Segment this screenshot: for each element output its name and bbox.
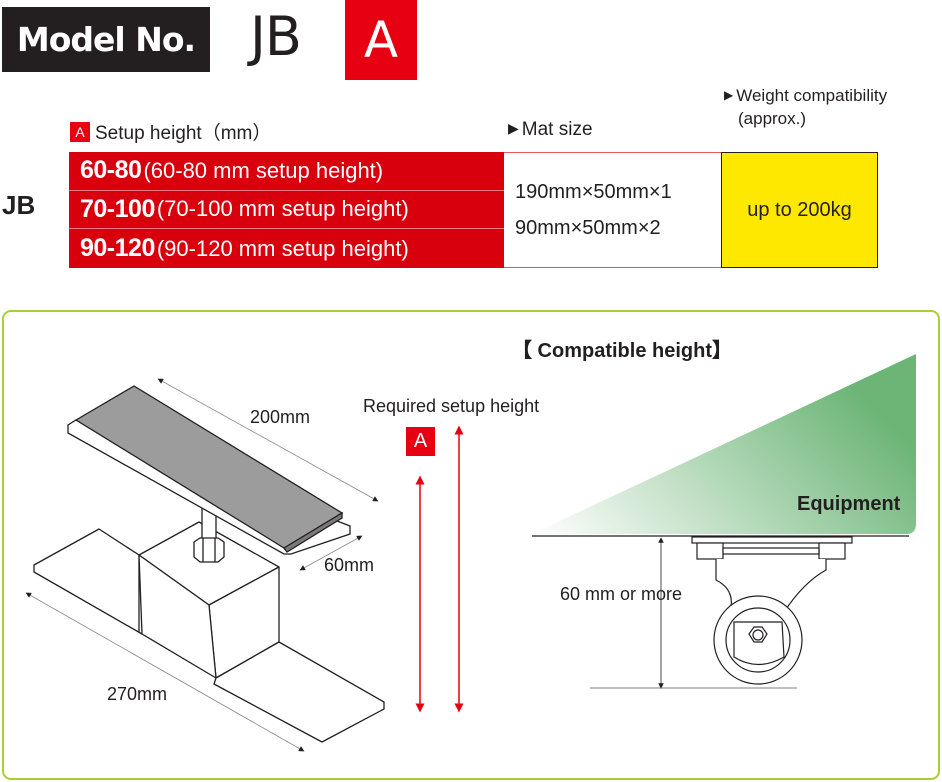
weight-capacity-cell: up to 200kg	[721, 152, 878, 268]
caster-wheel-icon	[691, 536, 853, 685]
clearance-label: 60 mm or more	[560, 584, 683, 604]
compatible-height-title: 【 Compatible height】	[512, 340, 732, 362]
triangle-right-icon: ▶	[724, 88, 734, 102]
triangle-right-icon: ▶	[508, 120, 519, 136]
equipment-shape	[532, 354, 916, 534]
diagram-panel: 200mm 60mm 270mm Required setup height A…	[2, 310, 940, 780]
setup-height-column: 60-80(60-80 mm setup height) 70-100(70-1…	[69, 152, 504, 268]
mat-size-header-label: Mat size	[521, 119, 593, 140]
mat-size-line: 190mm×50mm×1	[515, 181, 672, 203]
setup-height-header-label: Setup height（mm）	[95, 123, 272, 144]
weight-header-line2: (approx.)	[738, 109, 807, 128]
height-range: 70-100	[80, 194, 155, 223]
weight-header-line1: Weight compatibility	[736, 86, 888, 105]
height-option-row: 90-120(90-120 mm setup height)	[69, 229, 504, 268]
dim-length-label: 200mm	[250, 407, 311, 427]
post-nut-icon	[193, 501, 225, 563]
height-range: 60-80	[80, 156, 142, 185]
equipment-label: Equipment	[797, 493, 901, 515]
required-height-label: Required setup height	[363, 396, 540, 416]
height-description: (60-80 mm setup height)	[143, 157, 384, 183]
height-option-row: 60-80(60-80 mm setup height)	[69, 152, 504, 191]
mat-size-line: 90mm×50mm×2	[515, 217, 661, 239]
jack-base-illustration	[25, 354, 916, 752]
setup-height-badge: A	[70, 122, 90, 142]
row-label-jb: JB	[2, 190, 36, 220]
height-option-row: 70-100(70-100 mm setup height)	[69, 191, 504, 230]
height-description: (70-100 mm setup height)	[156, 196, 409, 222]
model-number-label: Model No.	[2, 7, 210, 72]
mat-size-header: ▶Mat size	[508, 119, 593, 141]
height-description: (90-120 mm setup height)	[156, 235, 409, 261]
required-height-badge: A	[406, 427, 435, 456]
dim-base-label: 270mm	[107, 684, 168, 704]
height-range: 90-120	[80, 234, 155, 263]
mat-size-cell: 190mm×50mm×1 90mm×50mm×2	[504, 152, 722, 268]
model-code: JB	[250, 5, 302, 68]
model-variant-badge: A	[345, 0, 417, 80]
dim-width-label: 60mm	[324, 555, 375, 575]
weight-header: ▶Weight compatibility (approx.)	[724, 84, 887, 130]
